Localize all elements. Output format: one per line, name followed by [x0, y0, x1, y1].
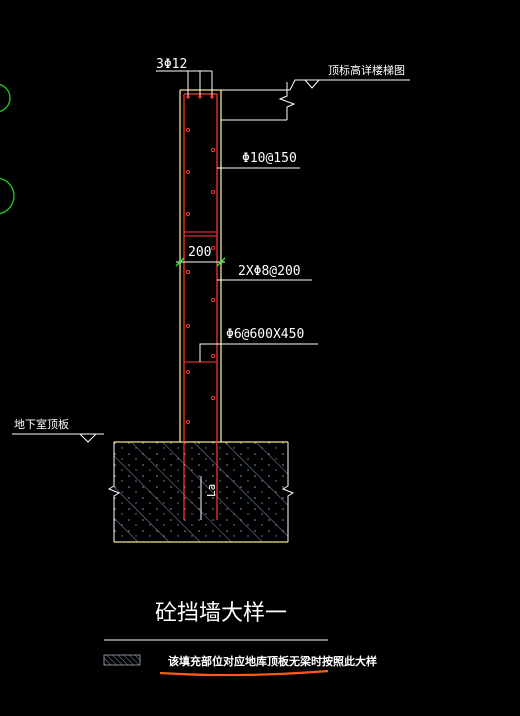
- rebar-dot: [210, 245, 216, 251]
- thickness-dimension: [175, 257, 226, 267]
- rebar-dot: [185, 269, 191, 275]
- top-rebar-label: 3Φ12: [156, 57, 187, 72]
- rebar-dot: [210, 297, 216, 303]
- rebar-dot: [185, 169, 191, 175]
- rebar-dot: [210, 147, 216, 153]
- drawing-title: 砼挡墙大样一: [155, 601, 287, 626]
- legend-note: 该填充部位对应地库顶板无梁时按照此大样: [168, 654, 377, 668]
- vertical-rebars: [183, 93, 218, 520]
- rebar-dots: [185, 127, 216, 425]
- elevation-note: 顶标高详楼梯图: [328, 63, 405, 77]
- horizontal-bar-label: 2XΦ8@200: [238, 264, 301, 279]
- rebar-dot: [210, 189, 216, 195]
- wall-outline: [179, 89, 222, 442]
- rebar-dot: [185, 323, 191, 329]
- rebar-dot: [185, 419, 191, 425]
- axis-marker-upper: [0, 83, 11, 113]
- legend-underline: [159, 669, 329, 677]
- rebar-dot: [185, 211, 191, 217]
- legend-hatch-swatch: [103, 654, 141, 666]
- axis-markers: [0, 83, 15, 215]
- rebar-dot: [210, 353, 216, 359]
- axis-marker-lower: [0, 177, 15, 215]
- rebar-dot: [185, 369, 191, 375]
- rebar-dot: [210, 395, 216, 401]
- embed-length-label: La: [205, 484, 218, 497]
- tie-bar-leader: [199, 343, 318, 362]
- stirrup-label: Φ10@150: [242, 151, 297, 166]
- wall-thickness: 200: [188, 245, 211, 260]
- slab-label: 地下室顶板: [14, 417, 69, 431]
- tie-bar-label: Φ6@600X450: [226, 327, 304, 342]
- slab-leader: [12, 433, 104, 443]
- elevation-leader: [221, 79, 410, 121]
- rebar-dot: [185, 127, 191, 133]
- top-rebar-leader: [156, 70, 214, 99]
